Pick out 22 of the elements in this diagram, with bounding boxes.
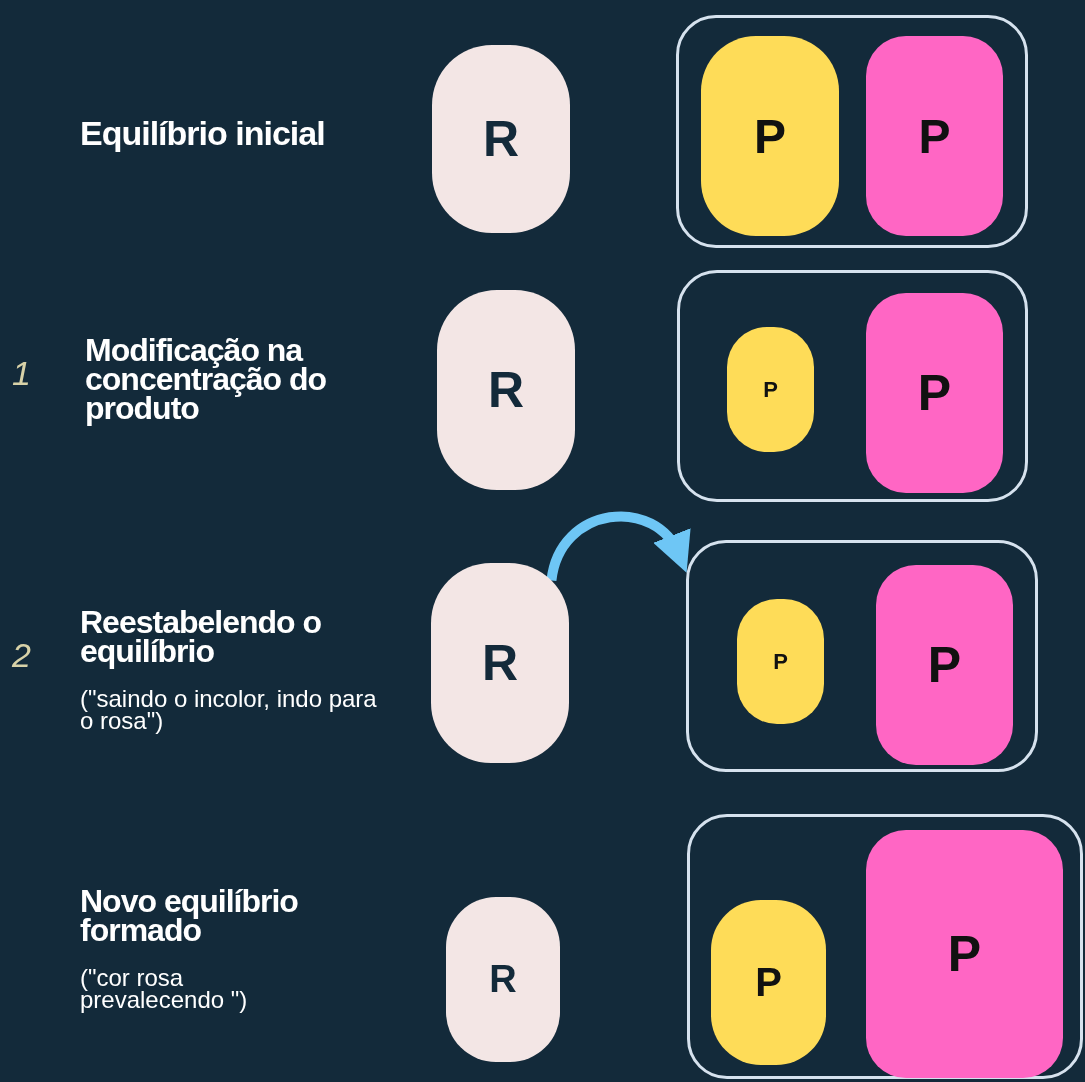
reactant-box: R [431, 563, 569, 763]
product-box: P [737, 599, 824, 724]
group-frame [677, 270, 1028, 502]
note-text: ("cor rosa prevalecendo ") [80, 967, 249, 1011]
product-box: P [866, 36, 1003, 236]
step-number: 1 [12, 358, 32, 389]
product-box: P [727, 327, 814, 452]
section-title: Novo equilíbrio formado [80, 887, 299, 945]
product-box: P [866, 830, 1063, 1078]
reactant-box: R [432, 45, 570, 233]
product-box: P [876, 565, 1013, 765]
reactant-box: R [446, 897, 560, 1062]
curved-arrow [546, 511, 689, 582]
note-text: ("saindo o incolor, indo para o rosa") [80, 688, 378, 732]
product-box: P [701, 36, 839, 236]
group-frame [687, 814, 1083, 1079]
group-frame [686, 540, 1038, 772]
step-number: 2 [12, 640, 32, 671]
product-box: P [866, 293, 1003, 493]
reactant-box: R [437, 290, 575, 490]
group-frame [676, 15, 1028, 248]
product-box: P [711, 900, 826, 1065]
